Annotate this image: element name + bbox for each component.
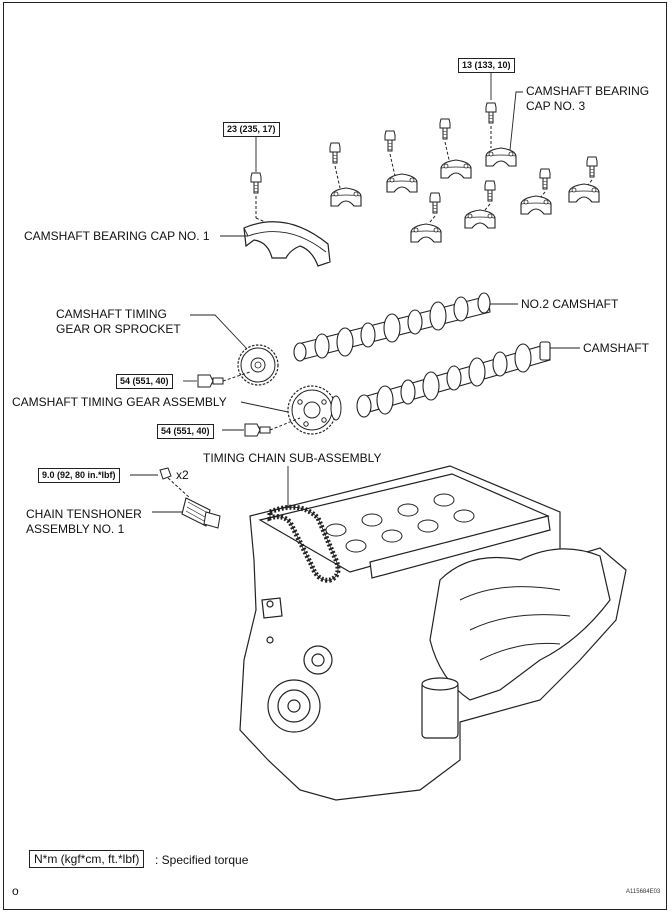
torque-gear-assembly-bolt: 54 (551, 40) (157, 424, 214, 439)
label-no2-camshaft: NO.2 CAMSHAFT (521, 297, 619, 311)
torque-tensioner: 9.0 (92, 80 in.*lbf) (38, 468, 120, 483)
figure-code: A115684E03 (626, 889, 661, 895)
intake-camshaft (356, 341, 551, 418)
timing-gear-assembly (287, 385, 342, 435)
label-timing-chain: TIMING CHAIN SUB-ASSEMBLY (203, 451, 382, 465)
engine-block (239, 465, 627, 801)
label-quantity-x2: x2 (176, 468, 189, 482)
bearing-cap-no3-group (485, 102, 517, 167)
torque-sprocket-bolt: 54 (551, 40) (116, 374, 173, 389)
gear-assembly-bolt (244, 417, 301, 437)
timing-chain (267, 504, 341, 583)
label-camshaft: CAMSHAFT (583, 341, 649, 355)
label-timing-sprocket-line1: CAMSHAFT TIMING (56, 307, 167, 321)
legend-description: : Specified torque (155, 853, 249, 867)
footer-mark: o (12, 884, 19, 898)
diagram-frame (3, 2, 667, 910)
label-bearing-cap-no3-line1: CAMSHAFT BEARING (526, 84, 650, 98)
label-chain-tensioner-line1: CHAIN TENSHONER (26, 507, 142, 521)
no2-camshaft (293, 292, 491, 362)
label-chain-tensioner-line2: ASSEMBLY NO. 1 (26, 522, 125, 536)
label-timing-gear-assembly: CAMSHAFT TIMING GEAR ASSEMBLY (12, 395, 227, 409)
sprocket-bolt (197, 371, 251, 388)
legend-torque-units: N*m (kgf*cm, ft.*lbf) (29, 850, 145, 868)
bearing-cap-no1 (243, 172, 331, 267)
chain-tensioner (159, 467, 221, 529)
leader-lines (130, 70, 580, 513)
bearing-caps-row (329, 118, 600, 243)
label-timing-sprocket-line2: GEAR OR SPROCKET (56, 322, 181, 336)
timing-sprocket (237, 344, 279, 386)
label-bearing-cap-no3-line2: CAP NO. 3 (526, 99, 586, 113)
torque-cap3: 13 (133, 10) (458, 58, 515, 73)
label-bearing-cap-no1: CAMSHAFT BEARING CAP NO. 1 (24, 229, 210, 243)
torque-cap1: 23 (235, 17) (223, 122, 280, 137)
